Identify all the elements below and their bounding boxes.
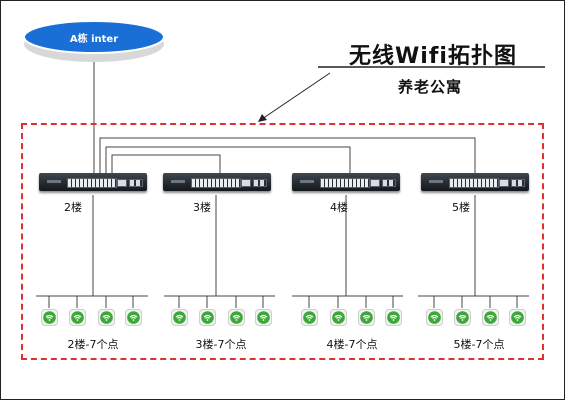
ap-group-label: 2楼-7个点	[67, 338, 119, 351]
network-switch-icon	[292, 173, 400, 191]
switch-floor-label: 2楼	[64, 201, 82, 214]
network-switch-icon	[39, 173, 147, 191]
diagram-title: 无线Wifi拓扑图	[349, 44, 517, 69]
wifi-icon	[385, 309, 402, 326]
network-switch-icon	[421, 173, 529, 191]
ap-group-label: 5楼-7个点	[453, 338, 505, 351]
wifi-icon	[228, 309, 245, 326]
internet-cloud: A栋 inter	[24, 24, 164, 64]
wifi-icon	[125, 309, 142, 326]
cloud-label: A栋 inter	[69, 34, 119, 45]
ap-group-label: 3楼-7个点	[195, 338, 247, 351]
wifi-icon	[509, 309, 526, 326]
switch-floor-label: 3楼	[193, 201, 211, 214]
wifi-icon	[301, 309, 318, 326]
wifi-icon	[171, 309, 188, 326]
switch-floor-label: 4楼	[330, 201, 348, 214]
wifi-icon	[255, 309, 272, 326]
diagram-subtitle: 养老公寓	[397, 78, 462, 96]
wifi-icon	[199, 309, 216, 326]
wifi-icon	[41, 309, 58, 326]
wifi-icon	[426, 309, 443, 326]
wifi-icon	[330, 309, 347, 326]
wifi-icon	[358, 309, 375, 326]
wifi-icon	[98, 309, 115, 326]
wifi-icon	[482, 309, 499, 326]
switch-floor-label: 5楼	[452, 201, 470, 214]
wifi-icon	[69, 309, 86, 326]
network-switch-icon	[163, 173, 271, 191]
building-network-area	[21, 123, 544, 360]
wifi-icon	[454, 309, 471, 326]
ap-group-label: 4楼-7个点	[326, 338, 378, 351]
